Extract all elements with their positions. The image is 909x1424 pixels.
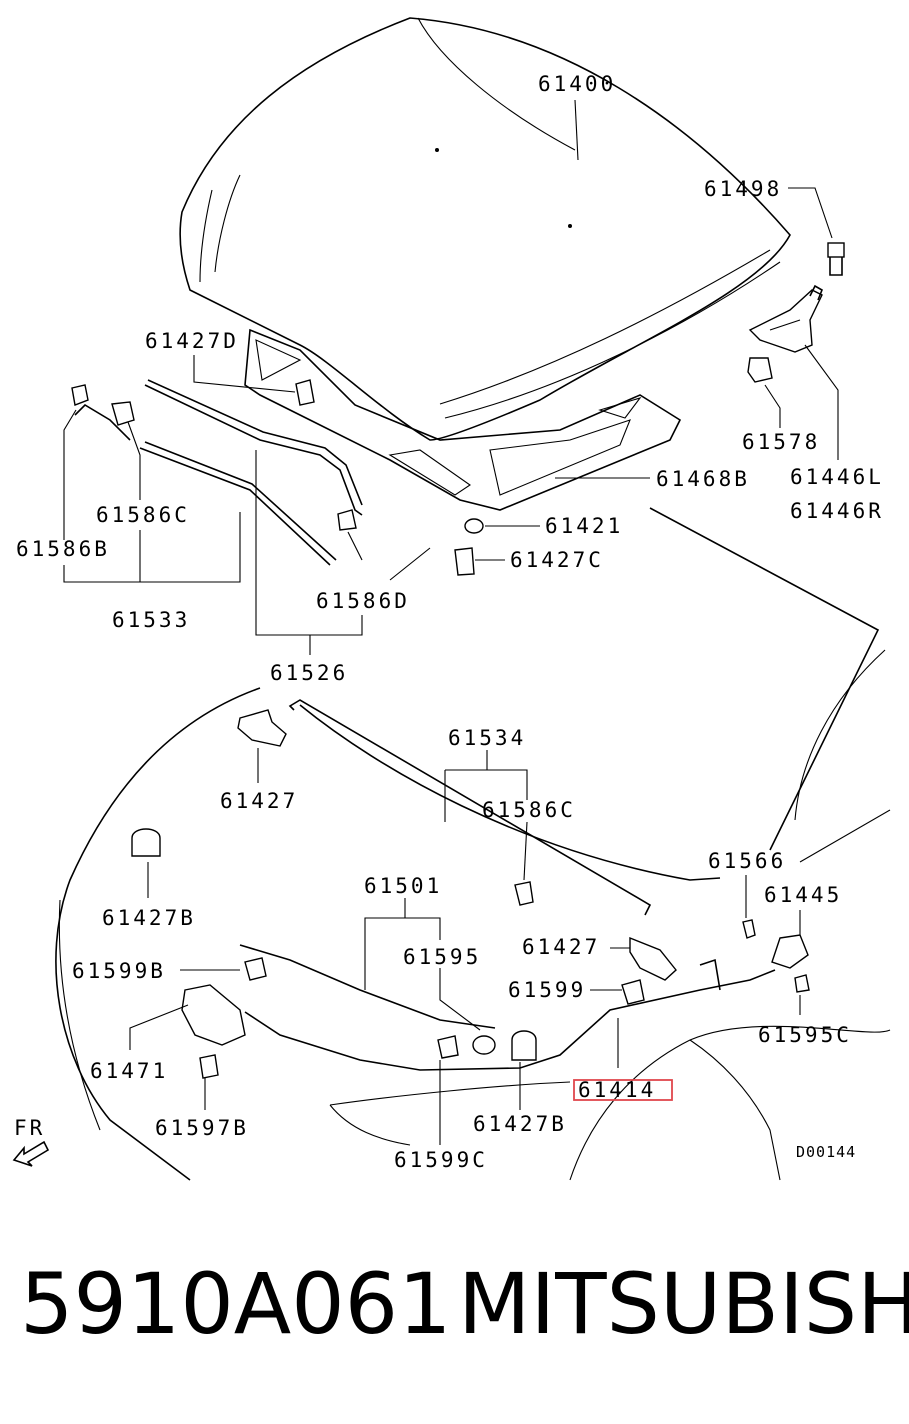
- label-61498: 61498: [704, 177, 782, 201]
- footer: 5910A061 MITSUBISHI: [0, 1262, 909, 1382]
- label-61578: 61578: [742, 430, 820, 454]
- hood-hinge: [747, 242, 845, 383]
- label-61421: 61421: [545, 514, 623, 538]
- lower-parts: [12, 709, 810, 1167]
- seals-left: [71, 379, 484, 576]
- label-61534: 61534: [448, 726, 526, 750]
- label-61427b-left: 61427B: [102, 906, 196, 930]
- body-outline: [55, 507, 891, 1181]
- label-61468b: 61468B: [656, 467, 750, 491]
- label-61533: 61533: [112, 608, 190, 632]
- label-61427c: 61427C: [510, 548, 604, 572]
- label-61501: 61501: [364, 874, 442, 898]
- label-61595: 61595: [403, 945, 481, 969]
- label-61526: 61526: [270, 661, 348, 685]
- label-61427-right: 61427: [522, 935, 600, 959]
- label-61427d: 61427D: [145, 329, 239, 353]
- label-61414: 61414: [578, 1078, 656, 1102]
- label-61446l: 61446L: [790, 465, 884, 489]
- label-61427b-bottom: 61427B: [473, 1112, 567, 1136]
- label-61599: 61599: [508, 978, 586, 1002]
- part-labels: 61400 61498 61427D 61578 61446L 61446R 6…: [14, 72, 884, 1172]
- hood-panel: [179, 17, 791, 511]
- label-61445: 61445: [764, 883, 842, 907]
- label-61586c-mid: 61586C: [482, 798, 576, 822]
- label-61599b: 61599B: [72, 959, 166, 983]
- brand-name: MITSUBISHI: [458, 1255, 909, 1353]
- label-61597b: 61597B: [155, 1116, 249, 1140]
- label-61471: 61471: [90, 1059, 168, 1083]
- highlight-box: [573, 1079, 673, 1101]
- label-61446r: 61446R: [790, 499, 884, 523]
- label-fr: FR: [14, 1116, 45, 1140]
- label-61586c-top: 61586C: [96, 503, 190, 527]
- leader-lines: [63, 99, 839, 1145]
- label-61566: 61566: [708, 849, 786, 873]
- label-61599c: 61599C: [394, 1148, 488, 1172]
- label-61586d: 61586D: [316, 589, 410, 613]
- label-61595c: 61595C: [758, 1023, 852, 1047]
- part-number: 5910A061: [20, 1255, 452, 1353]
- label-61427-left: 61427: [220, 789, 298, 813]
- drawing-code: D00144: [796, 1143, 856, 1161]
- label-61586b: 61586B: [16, 537, 110, 561]
- parts-diagram: 61400 61498 61427D 61578 61446L 61446R 6…: [12, 17, 891, 1181]
- label-61400: 61400: [538, 72, 616, 96]
